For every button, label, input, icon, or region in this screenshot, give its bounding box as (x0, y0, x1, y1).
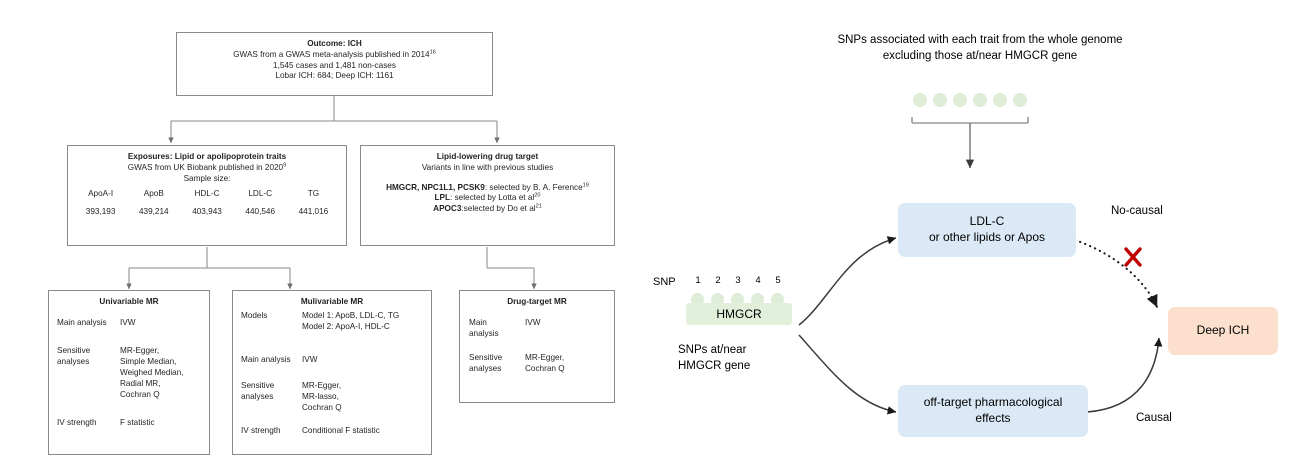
no-causal-edge-label: No-causal (1111, 205, 1163, 217)
trait-name: ApoB (143, 189, 164, 199)
mendelian-randomization-diagram: SNPs associated with each trait from the… (650, 0, 1304, 474)
row-value: IVW (525, 317, 541, 327)
snp-number: 3 (735, 275, 741, 286)
row-value: MR-Egger, MR-lasso, Cochran Q (302, 381, 342, 413)
hmgcr-gene-label: HMGCR (716, 307, 762, 321)
row-value: F statistic (120, 418, 155, 428)
analysis-row: Sensitive analyses MR-Egger, Cochran Q (460, 352, 614, 374)
outcome-box: Outcome: ICH GWAS from a GWAS meta-analy… (176, 32, 493, 96)
analysis-row: Main analysis IVW (49, 317, 209, 328)
deep-ich-label: Deep ICH (1196, 323, 1250, 338)
drug-target-item: APOC3:selected by Do et al21 (433, 203, 542, 214)
genome-snp-dot (993, 93, 1007, 107)
outcome-box-line1: GWAS from a GWAS meta-analysis published… (233, 49, 436, 59)
snp-axis-label: SNP (653, 276, 676, 288)
drug-target-box-line1: Variants in line with previous studies (421, 162, 554, 172)
exposures-box: Exposures: Lipid or apolipoprotein trait… (67, 145, 347, 246)
analysis-row: Main analysis IVW (233, 354, 431, 365)
cross-mark-icon (1124, 247, 1142, 267)
hmgcr-snp-dot (771, 293, 784, 306)
row-key: Models (241, 310, 268, 320)
genome-snp-dot (933, 93, 947, 107)
genome-snp-dot (973, 93, 987, 107)
hmgcr-gene-pill: HMGCR (686, 303, 792, 325)
exposure-traits-row: ApoA-I ApoB HDL-C LDL-C TG (68, 189, 346, 200)
row-value: Conditional F statistic (302, 426, 380, 436)
exposures-box-line1: GWAS from UK Biobank published in 20209 (127, 162, 287, 172)
row-value: IVW (120, 317, 136, 327)
exposure-samplesize-row: 393,193 439,214 403,943 440,546 441,016 (68, 207, 346, 218)
exposures-box-line2: Sample size: (183, 173, 231, 183)
genome-header-line2: excluding those at/near HMGCR gene (882, 49, 1078, 62)
hmgcr-snp-dot (751, 293, 764, 306)
row-value: MR-Egger, Simple Median, Weighed Median,… (120, 345, 184, 400)
off-target-effects-box: off-target pharmacological effects (898, 385, 1088, 437)
genome-snp-dot (953, 93, 967, 107)
outcome-box-line2: 1,545 cases and 1,481 non-cases (273, 60, 396, 70)
analysis-row: Sensitive analyses MR-Egger, Simple Medi… (49, 345, 209, 400)
row-key: Main analysis (469, 317, 499, 338)
analysis-row: Models Model 1: ApoB, LDL-C, TG Model 2:… (233, 310, 431, 332)
ldl-c-box: LDL-C or other lipids or Apos (898, 203, 1076, 257)
row-key: Sensitive analyses (469, 352, 503, 374)
deep-ich-outcome-box: Deep ICH (1168, 307, 1278, 355)
genome-header-text: SNPs associated with each trait from the… (790, 33, 1170, 65)
snp-caption: SNPs at/near HMGCR gene (678, 343, 750, 375)
drug-target-box: Lipid-lowering drug target Variants in l… (360, 145, 615, 246)
analysis-row: Main analysis IVW (460, 317, 614, 339)
genome-header-line1: SNPs associated with each trait from the… (837, 34, 1123, 46)
drug-target-item: HMGCR, NPC1L1, PCSK9: selected by B. A. … (386, 181, 589, 192)
row-key: Sensitive analyses (241, 381, 275, 402)
study-design-flowchart: Outcome: ICH GWAS from a GWAS meta-analy… (0, 0, 650, 474)
ldl-c-box-line1: LDL-C (969, 214, 1005, 229)
univariable-mr-title: Univariable MR (99, 297, 159, 306)
off-target-box-line1: off-target pharmacological (923, 395, 1063, 410)
row-value: MR-Egger, Cochran Q (525, 352, 565, 374)
outcome-box-title: Outcome: ICH (307, 39, 362, 48)
drug-target-box-title: Lipid-lowering drug target (436, 152, 539, 161)
ldl-c-box-line2: or other lipids or Apos (928, 230, 1046, 244)
univariable-mr-box: Univariable MR Main analysis IVW Sensiti… (48, 290, 210, 455)
trait-name: LDL-C (248, 189, 273, 199)
sample-size: 440,546 (245, 207, 276, 217)
sample-size: 393,193 (85, 207, 116, 217)
snp-number: 2 (715, 275, 721, 286)
hmgcr-snp-dot (711, 293, 724, 306)
row-value: IVW (302, 354, 318, 364)
multivariable-mr-box: Mulivariable MR Models Model 1: ApoB, LD… (232, 290, 432, 455)
snp-number: 1 (695, 275, 701, 286)
sample-size: 403,943 (192, 207, 222, 217)
snp-caption-line1: SNPs at/near (678, 344, 747, 356)
trait-name: TG (307, 189, 320, 199)
snp-number: 4 (755, 275, 761, 286)
genome-snp-dot (913, 93, 927, 107)
row-key: IV strength (241, 426, 281, 436)
off-target-box-line2: effects (975, 411, 1011, 425)
hmgcr-snp-dot (731, 293, 744, 306)
sample-size: 439,214 (139, 207, 169, 217)
trait-name: HDL-C (194, 189, 220, 199)
drug-target-mr-box: Drug-target MR Main analysis IVW Sensiti… (459, 290, 615, 403)
analysis-row: IV strength Conditional F statistic (233, 425, 431, 436)
genome-snp-dot (1013, 93, 1027, 107)
outcome-box-line3: Lobar ICH: 684; Deep ICH: 1161 (275, 71, 394, 81)
row-key: Sensitive analyses (57, 345, 91, 366)
snp-number: 5 (775, 275, 781, 286)
causal-edge-label: Causal (1136, 412, 1172, 424)
exposures-box-title: Exposures: Lipid or apolipoprotein trait… (127, 152, 287, 161)
row-value: Model 1: ApoB, LDL-C, TG Model 2: ApoA-I… (302, 310, 400, 331)
row-key: Main analysis (57, 317, 107, 327)
drug-target-mr-title: Drug-target MR (507, 297, 567, 306)
snp-caption-line2: HMGCR gene (678, 359, 751, 372)
analysis-row: Sensitive analyses MR-Egger, MR-lasso, C… (233, 380, 431, 413)
multivariable-mr-title: Mulivariable MR (300, 297, 364, 306)
sample-size: 441,016 (298, 207, 329, 217)
drug-target-item: LPL: selected by Lotta et al20 (434, 192, 541, 203)
spacer (361, 174, 614, 183)
trait-name: ApoA-I (88, 189, 114, 199)
analysis-row: IV strength F statistic (49, 417, 209, 428)
row-key: IV strength (57, 418, 97, 428)
hmgcr-snp-dot (691, 293, 704, 306)
row-key: Main analysis (241, 354, 291, 364)
